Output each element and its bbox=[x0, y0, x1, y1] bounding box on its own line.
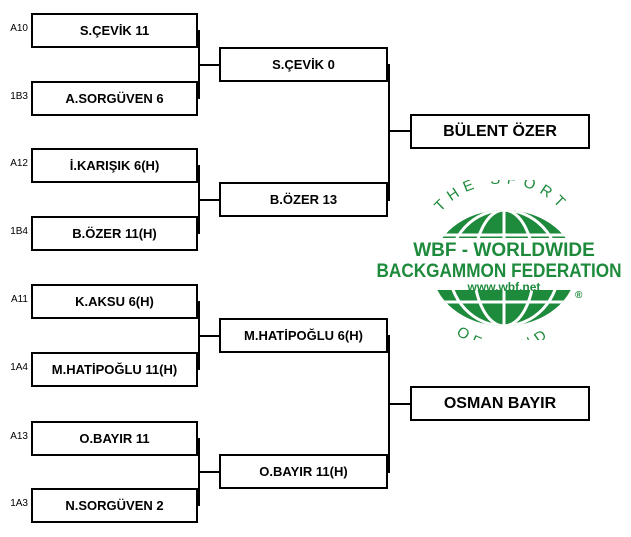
logo-line2: BACKGAMMON FEDERATION bbox=[377, 261, 622, 282]
seed-label: 1B4 bbox=[10, 226, 28, 237]
seed-label: 1A4 bbox=[10, 362, 28, 373]
finalist-box: OSMAN BAYIR bbox=[410, 386, 590, 421]
logo-arc-top: THE SPORT bbox=[431, 180, 572, 215]
registered-mark-icon: ® bbox=[575, 290, 583, 301]
round2-match-box: B.ÖZER 13 bbox=[219, 182, 388, 217]
round1-match-box: N.SORGÜVEN 2 bbox=[31, 488, 198, 523]
round2-match-box: O.BAYIR 11(H) bbox=[219, 454, 388, 489]
seed-label: A11 bbox=[10, 294, 28, 305]
seed-label: 1B3 bbox=[10, 91, 28, 102]
round1-match-box: K.AKSU 6(H) bbox=[31, 284, 198, 319]
round1-match-box: İ.KARIŞIK 6(H) bbox=[31, 148, 198, 183]
bracket-connector bbox=[198, 199, 220, 201]
round1-match-box: O.BAYIR 11 bbox=[31, 421, 198, 456]
logo-url: www.wbf.net bbox=[467, 280, 541, 294]
bracket-connector bbox=[198, 64, 220, 66]
round1-match-box: S.ÇEVİK 11 bbox=[31, 13, 198, 48]
bracket-connector bbox=[198, 471, 220, 473]
bracket-connector bbox=[388, 64, 390, 201]
seed-label: A10 bbox=[10, 23, 28, 34]
round1-match-box: B.ÖZER 11(H) bbox=[31, 216, 198, 251]
round2-match-box: M.HATİPOĞLU 6(H) bbox=[219, 318, 388, 353]
bracket-connector bbox=[198, 335, 220, 337]
seed-label: A12 bbox=[10, 158, 28, 169]
round2-match-box: S.ÇEVİK 0 bbox=[219, 47, 388, 82]
round1-match-box: M.HATİPOĞLU 11(H) bbox=[31, 352, 198, 387]
round1-match-box: A.SORGÜVEN 6 bbox=[31, 81, 198, 116]
seed-label: A13 bbox=[10, 431, 28, 442]
logo-line1: WBF - WORLDWIDE bbox=[413, 240, 595, 261]
seed-label: 1A3 bbox=[10, 498, 28, 509]
bracket-connector bbox=[388, 403, 411, 405]
bracket-connector bbox=[388, 130, 411, 132]
finalist-box: BÜLENT ÖZER bbox=[410, 114, 590, 149]
wbf-logo: THE SPORT WBF - WORLDWIDE BACKGAMMON FED… bbox=[377, 180, 622, 340]
